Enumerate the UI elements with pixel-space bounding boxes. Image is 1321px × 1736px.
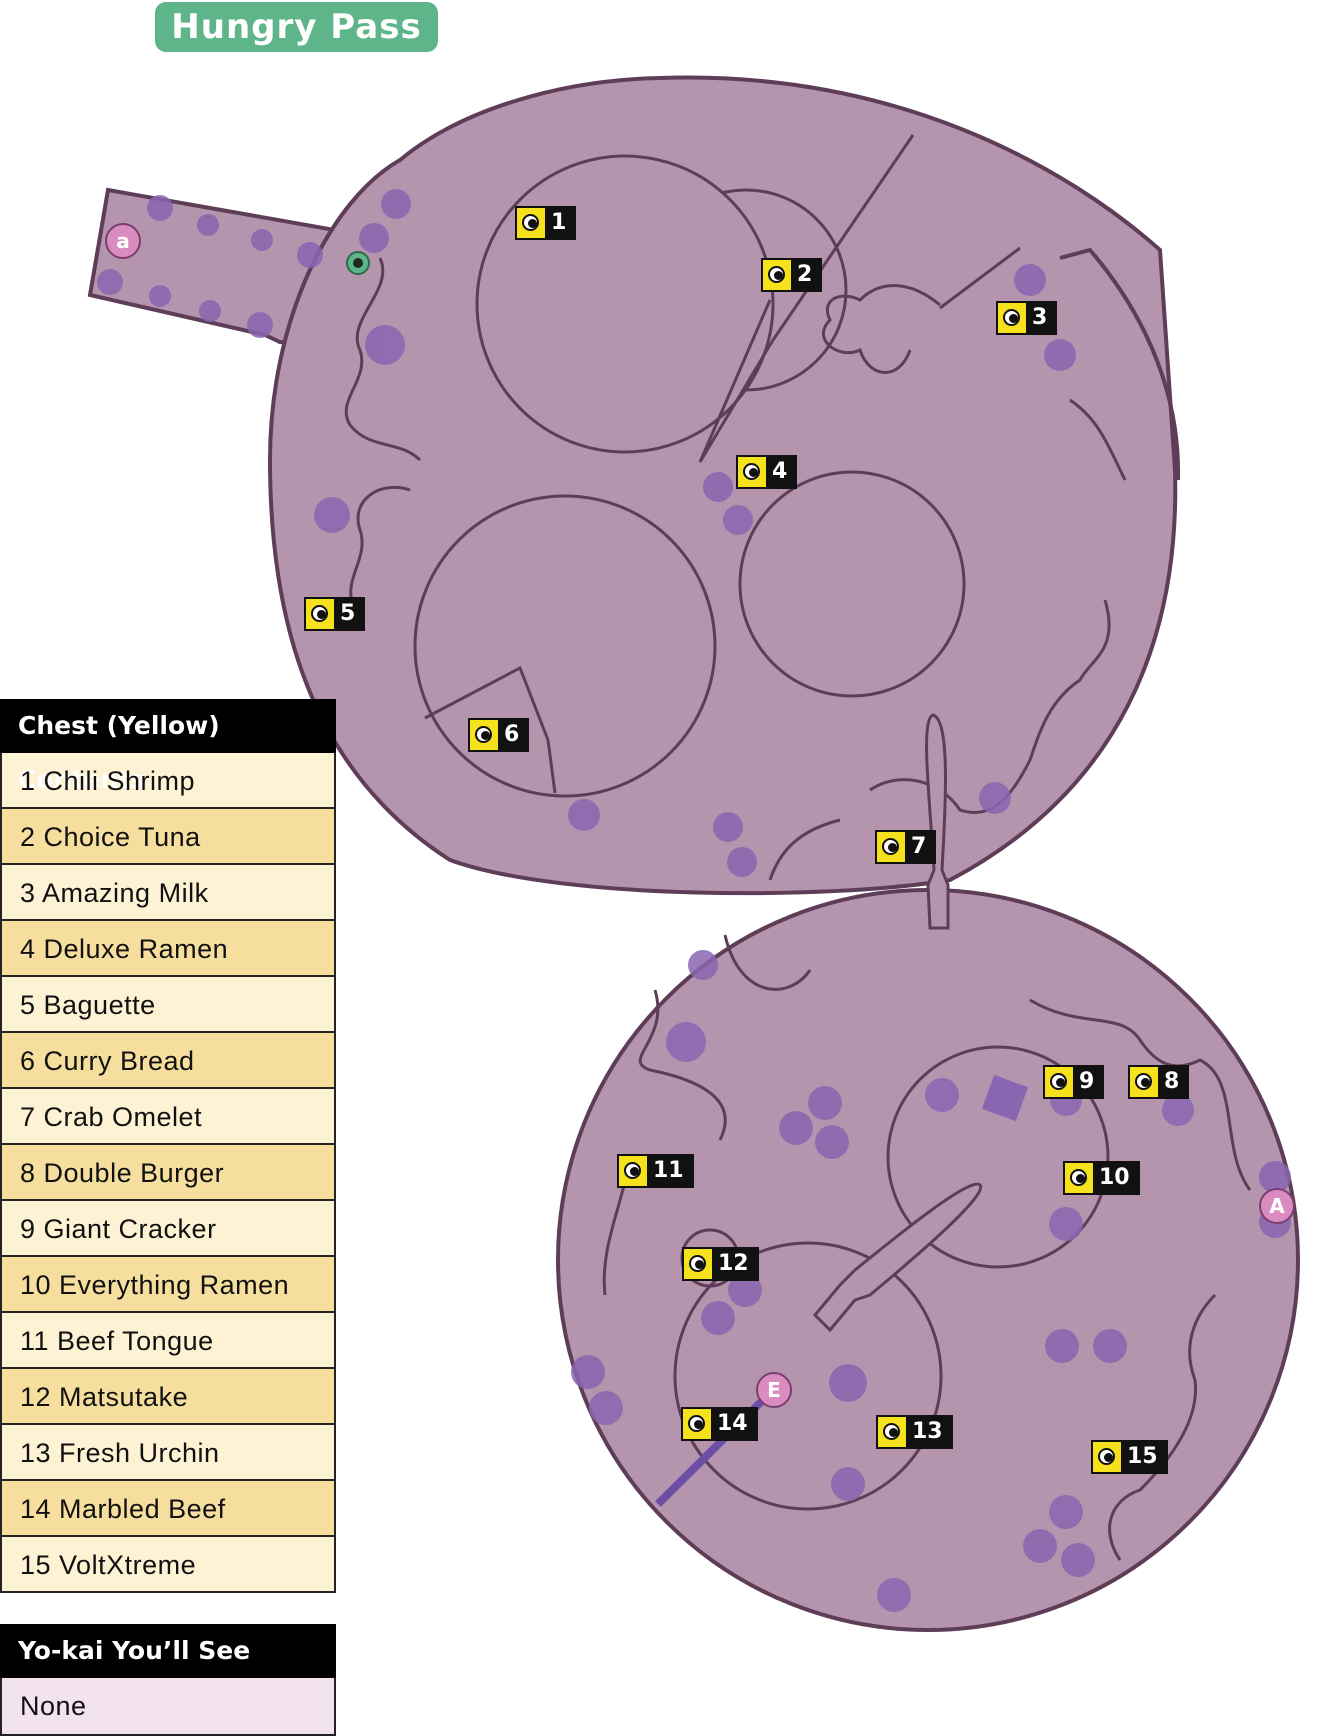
exit-point-E[interactable]: E bbox=[756, 1372, 792, 1408]
chest-row: 2 Choice Tuna bbox=[0, 809, 336, 865]
chest-table-heading: Chest (Yellow) Contents bbox=[0, 699, 336, 794]
chest-row: 11 Beef Tongue bbox=[0, 1313, 336, 1369]
chest-eye-icon bbox=[877, 832, 905, 862]
chest-eye-icon bbox=[470, 720, 498, 750]
chest-row: 6 Curry Bread bbox=[0, 1033, 336, 1089]
chest-eye-icon bbox=[763, 260, 791, 290]
spots bbox=[97, 189, 1291, 1612]
chest-row: 4 Deluxe Ramen bbox=[0, 921, 336, 977]
chest-eye-icon bbox=[306, 599, 334, 629]
save-point-icon bbox=[346, 251, 370, 275]
exit-point-A[interactable]: A bbox=[1259, 1188, 1295, 1224]
chest-eye-icon bbox=[738, 457, 766, 487]
chest-row: 5 Baguette bbox=[0, 977, 336, 1033]
chest-row: 12 Matsutake bbox=[0, 1369, 336, 1425]
chest-eye-icon bbox=[684, 1249, 712, 1279]
chest-marker-10[interactable]: 10 bbox=[1063, 1161, 1140, 1195]
chest-eye-icon bbox=[878, 1417, 906, 1447]
chest-eye-icon bbox=[1130, 1067, 1158, 1097]
chest-marker-5[interactable]: 5 bbox=[304, 597, 366, 631]
chest-contents-table: Chest (Yellow) Contents 1 Chili Shrimp 2… bbox=[0, 699, 336, 1593]
chest-marker-6[interactable]: 6 bbox=[468, 718, 530, 752]
chest-row: 9 Giant Cracker bbox=[0, 1201, 336, 1257]
entrance-point-a[interactable]: a bbox=[105, 223, 141, 259]
chest-eye-icon bbox=[1065, 1163, 1093, 1193]
chest-row: 13 Fresh Urchin bbox=[0, 1425, 336, 1481]
yokai-table-heading: Yo-kai You’ll See bbox=[0, 1624, 336, 1678]
chest-marker-4[interactable]: 4 bbox=[736, 455, 798, 489]
chest-eye-icon bbox=[619, 1156, 647, 1186]
chest-row: 3 Amazing Milk bbox=[0, 865, 336, 921]
chest-row: 1 Chili Shrimp bbox=[0, 753, 336, 809]
stone-block bbox=[981, 1074, 1029, 1122]
chest-eye-icon bbox=[517, 208, 545, 238]
chest-eye-icon bbox=[1045, 1067, 1073, 1097]
chest-marker-11[interactable]: 11 bbox=[617, 1154, 694, 1188]
chest-marker-13[interactable]: 13 bbox=[876, 1415, 953, 1449]
chest-row: 15 VoltXtreme bbox=[0, 1537, 336, 1593]
yokai-table: Yo-kai You’ll See None bbox=[0, 1624, 336, 1736]
chest-marker-8[interactable]: 8 bbox=[1128, 1065, 1190, 1099]
chest-eye-icon bbox=[1093, 1442, 1121, 1472]
fork-icon bbox=[812, 713, 983, 1333]
chest-marker-14[interactable]: 14 bbox=[681, 1407, 758, 1441]
chest-marker-12[interactable]: 12 bbox=[682, 1247, 759, 1281]
chest-marker-2[interactable]: 2 bbox=[761, 258, 823, 292]
chest-marker-7[interactable]: 7 bbox=[875, 830, 937, 864]
chest-row: 14 Marbled Beef bbox=[0, 1481, 336, 1537]
chest-eye-icon bbox=[998, 303, 1026, 333]
chest-row: 7 Crab Omelet bbox=[0, 1089, 336, 1145]
yokai-row: None bbox=[0, 1678, 336, 1736]
chest-marker-9[interactable]: 9 bbox=[1043, 1065, 1105, 1099]
lower-room bbox=[556, 888, 1300, 1632]
chest-eye-icon bbox=[683, 1409, 711, 1439]
chest-row: 8 Double Burger bbox=[0, 1145, 336, 1201]
chest-marker-3[interactable]: 3 bbox=[996, 301, 1058, 335]
map-title: Hungry Pass bbox=[155, 2, 438, 52]
chest-row: 10 Everything Ramen bbox=[0, 1257, 336, 1313]
chest-marker-15[interactable]: 15 bbox=[1091, 1440, 1168, 1474]
chest-marker-1[interactable]: 1 bbox=[515, 206, 577, 240]
